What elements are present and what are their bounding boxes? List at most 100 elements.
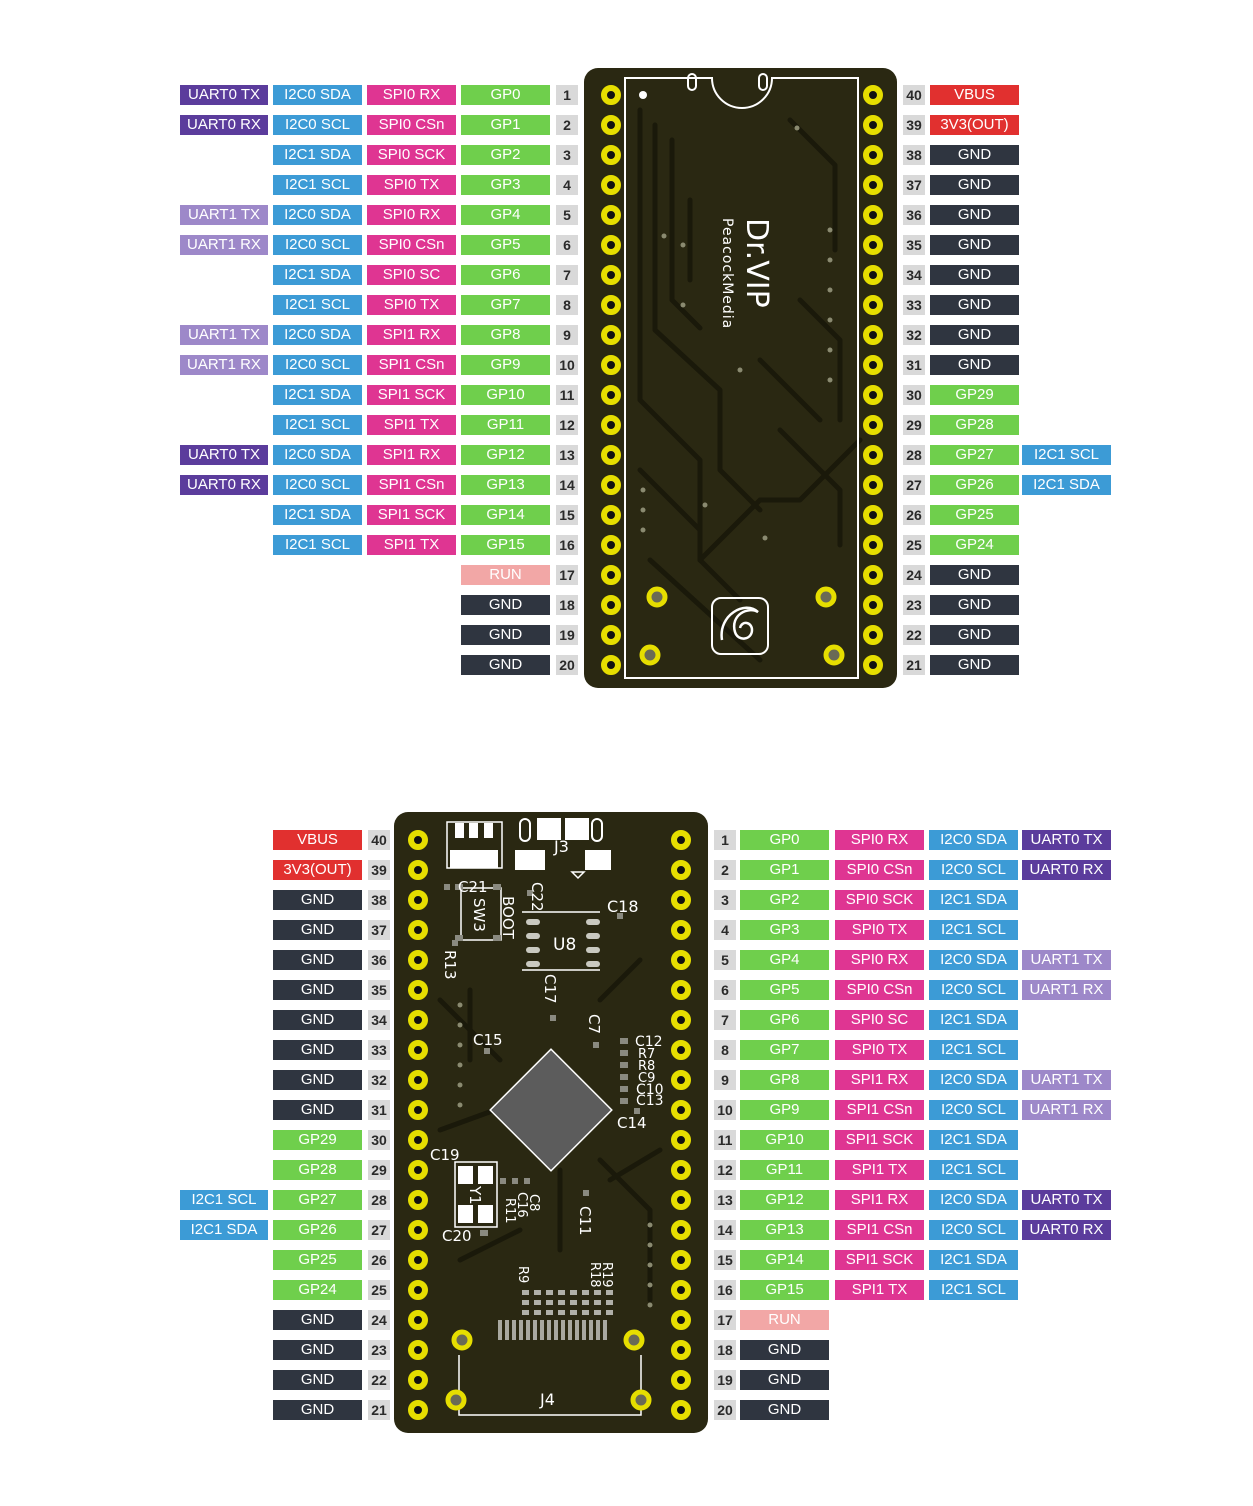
silkscreen-label: R7 bbox=[638, 1047, 655, 1062]
pin-pad bbox=[408, 1310, 428, 1330]
spi-label: SPI0 CSn bbox=[367, 115, 456, 135]
i2c-label: I2C0 SDA bbox=[273, 445, 362, 465]
i2c-label: I2C1 SDA bbox=[273, 265, 362, 285]
resistor-pad bbox=[546, 1290, 553, 1295]
function-label: GND bbox=[273, 1070, 362, 1090]
silkscreen-label: C20 bbox=[442, 1227, 472, 1245]
pin-pad bbox=[863, 385, 883, 405]
spi-label: SPI1 CSn bbox=[367, 355, 456, 375]
pin-pad bbox=[408, 890, 428, 910]
function-label: GP6 bbox=[461, 265, 550, 285]
uart-label: UART0 RX bbox=[1022, 860, 1111, 880]
pin-number: 38 bbox=[368, 890, 390, 910]
brand-label: Dr.VIP bbox=[739, 218, 774, 308]
pin-pad bbox=[863, 475, 883, 495]
pin-pad bbox=[671, 1100, 691, 1120]
pin-pad bbox=[671, 1340, 691, 1360]
i2c-label: I2C1 SDA bbox=[929, 1130, 1018, 1150]
pin-number: 28 bbox=[368, 1190, 390, 1210]
pin-pad bbox=[601, 295, 621, 315]
regulator bbox=[446, 821, 503, 869]
pin-number: 27 bbox=[903, 475, 925, 495]
resistor-pad bbox=[594, 1290, 601, 1295]
pin-number: 5 bbox=[714, 950, 736, 970]
spi-label: SPI1 RX bbox=[835, 1070, 924, 1090]
mounting-holes bbox=[445, 1329, 652, 1411]
i2c-label: I2C1 SDA bbox=[929, 1250, 1018, 1270]
spi-label: SPI1 TX bbox=[835, 1160, 924, 1180]
pin-pad bbox=[671, 860, 691, 880]
connector-pin bbox=[526, 1320, 530, 1340]
silkscreen-label: U8 bbox=[553, 935, 576, 955]
pin-pad bbox=[671, 1310, 691, 1330]
function-label: GP27 bbox=[930, 445, 1019, 465]
function-label: GND bbox=[930, 655, 1019, 675]
i2c-label: I2C1 SCL bbox=[929, 920, 1018, 940]
pin-number: 15 bbox=[556, 505, 578, 525]
pin-number: 32 bbox=[903, 325, 925, 345]
i2c-label: I2C0 SDA bbox=[273, 325, 362, 345]
connector-pin bbox=[589, 1320, 593, 1340]
function-label: GP4 bbox=[740, 950, 829, 970]
i2c-label: I2C1 SCL bbox=[929, 1040, 1018, 1060]
function-label: GP10 bbox=[461, 385, 550, 405]
pin-pad bbox=[863, 655, 883, 675]
boot-switch bbox=[455, 884, 502, 941]
pin-pad bbox=[671, 1070, 691, 1090]
function-label: GND bbox=[740, 1340, 829, 1360]
resistor-pad bbox=[606, 1310, 613, 1315]
pin-pad bbox=[671, 1280, 691, 1300]
spi-label: SPI0 TX bbox=[835, 920, 924, 940]
pin-pad bbox=[601, 625, 621, 645]
pin-pad bbox=[601, 535, 621, 555]
pin-pad bbox=[601, 85, 621, 105]
pin-number: 20 bbox=[556, 655, 578, 675]
spi-label: SPI1 CSn bbox=[367, 475, 456, 495]
function-label: GND bbox=[930, 295, 1019, 315]
resistor-pad bbox=[522, 1300, 529, 1305]
pin-number: 8 bbox=[556, 295, 578, 315]
silkscreen-label: SW3 bbox=[470, 898, 488, 932]
pin-pad bbox=[408, 860, 428, 880]
silkscreen-label: R19 bbox=[599, 1262, 614, 1288]
pin-pad bbox=[408, 1340, 428, 1360]
top-slot bbox=[687, 73, 697, 91]
i2c-label: I2C0 SCL bbox=[273, 235, 362, 255]
pin-number: 4 bbox=[556, 175, 578, 195]
function-label: GND bbox=[273, 1400, 362, 1420]
spi-label: SPI1 TX bbox=[367, 535, 456, 555]
pin-pad bbox=[408, 1190, 428, 1210]
spi-label: SPI1 SCK bbox=[367, 505, 456, 525]
pin-number: 16 bbox=[556, 535, 578, 555]
pin-pad bbox=[601, 385, 621, 405]
bottom-pads bbox=[408, 830, 691, 1420]
pin-number: 8 bbox=[714, 1040, 736, 1060]
pin-pad bbox=[863, 205, 883, 225]
pin-number: 30 bbox=[903, 385, 925, 405]
spi-label: SPI1 RX bbox=[835, 1190, 924, 1210]
silkscreen-label: C17 bbox=[541, 974, 559, 1004]
pin-number: 9 bbox=[714, 1070, 736, 1090]
uart-label: UART0 RX bbox=[180, 115, 268, 135]
pin-number: 19 bbox=[714, 1370, 736, 1390]
pin-pad bbox=[863, 445, 883, 465]
pin-pad bbox=[671, 1130, 691, 1150]
function-label: GP24 bbox=[273, 1280, 362, 1300]
fpc-connector bbox=[458, 1320, 642, 1416]
silkscreen-label: C12 bbox=[635, 1034, 663, 1050]
function-label: GND bbox=[461, 595, 550, 615]
pin-number: 10 bbox=[714, 1100, 736, 1120]
pin-pad bbox=[408, 1400, 428, 1420]
pin-number: 7 bbox=[714, 1010, 736, 1030]
i2c-label: I2C1 SDA bbox=[1022, 475, 1111, 495]
function-label: GND bbox=[273, 1040, 362, 1060]
flash-chip bbox=[522, 911, 600, 971]
pin-pad bbox=[408, 920, 428, 940]
pin-pad bbox=[601, 475, 621, 495]
spi-label: SPI0 RX bbox=[835, 830, 924, 850]
pin-pad bbox=[863, 235, 883, 255]
function-label: GP15 bbox=[740, 1280, 829, 1300]
function-label: GP12 bbox=[740, 1190, 829, 1210]
pin-number: 1 bbox=[714, 830, 736, 850]
function-label: GND bbox=[740, 1400, 829, 1420]
